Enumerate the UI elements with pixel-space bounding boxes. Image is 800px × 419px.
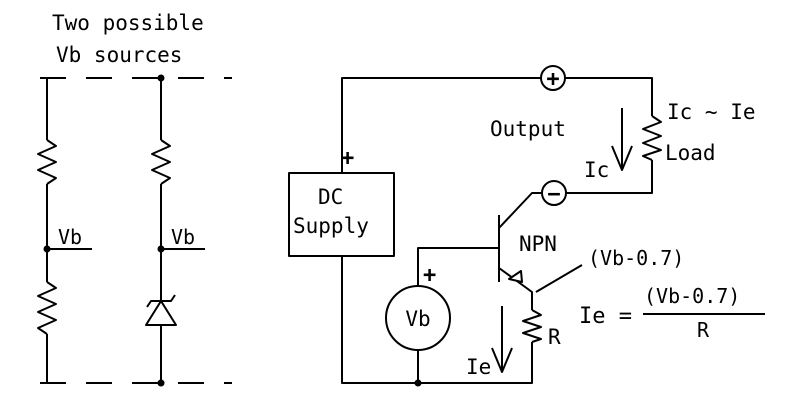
load-resistor [642,115,662,161]
dc-supply-label-line2: Supply [293,214,369,238]
ic-arrow-icon [611,145,633,171]
vb-sources-panel: Two possible Vb sources Vb [37,11,232,387]
vb-sources-title-line2: Vb sources [56,43,182,67]
zener-vb-label: Vb [171,225,195,249]
load-return-wire [566,160,653,194]
vb-sources-title-line1: Two possible [52,11,204,35]
zener-bottom-dot [157,379,165,387]
ie-label: Ie [466,355,491,379]
output-plus-terminal [540,65,566,91]
vb-voltage-source [385,285,451,351]
ground-junction-dot [414,379,422,387]
output-plus-sign: + [546,67,559,92]
zener-top-dot [157,74,165,82]
formula-lhs: Ie = [579,304,632,329]
emitter-voltage-label: (Vb-0.7) [588,246,684,270]
output-label: Output [490,117,566,141]
current-source-circuit: DC Supply + + Ic ~ Ie Load Output Ic − N… [288,65,765,387]
divider-vb-label: Vb [58,225,82,249]
dc-supply-plus-sign: + [341,146,354,171]
voltage-divider: Vb [37,78,92,383]
emitter-pointer-line [535,264,583,293]
ie-formula: Ie = (Vb-0.7) R [579,284,765,342]
emitter-arrow-icon [508,270,523,283]
vb-source-label: Vb [405,307,430,331]
load-label: Load [665,141,716,165]
ic-ie-label: Ic ~ Ie [667,100,756,124]
divider-junction-dot [43,245,51,253]
vb-source-plus-sign: + [423,263,436,288]
output-minus-sign: − [547,182,560,207]
ground-wire [341,256,533,384]
dc-supply-label-line1: DC [318,185,343,209]
zener-junction-dot [157,245,165,253]
divider-upper-resistor [37,139,57,185]
npn-transistor: NPN [498,192,557,310]
zener-source: Vb [145,74,205,387]
transistor-collector [498,192,542,229]
transistor-emitter [498,267,533,310]
zener-series-resistor [151,139,171,185]
transistor-label: NPN [519,232,557,256]
base-wire [417,247,499,286]
emitter-resistor [522,309,542,343]
supply-positive-wire [341,77,653,173]
formula-numerator: (Vb-0.7) [644,284,740,308]
ie-arrow-icon [491,347,513,373]
divider-lower-resistor [37,281,57,335]
dc-supply-box [288,172,395,257]
formula-denominator: R [697,318,710,342]
ic-label: Ic [584,158,609,182]
zener-diode-icon [145,300,177,326]
resistor-label: R [548,325,561,349]
